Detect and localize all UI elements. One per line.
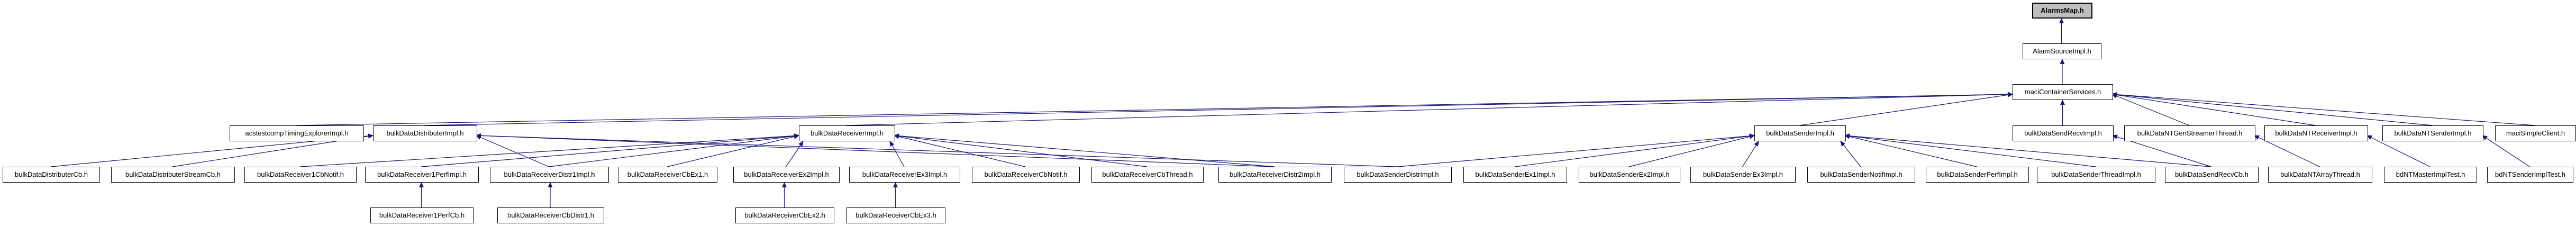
edge-recvEx3Impl-to-recvImpl: [889, 141, 905, 167]
edge-ntSenderTest-to-ntSendImpl: [2482, 135, 2530, 167]
graph-node-recvCbEx3[interactable]: bulkDataReceiverCbEx3.h: [846, 207, 945, 223]
edge-recvDistr2Impl-to-recvImpl: [894, 133, 1275, 167]
graph-node-recvCbThread[interactable]: bulkDataReceiverCbThread.h: [1091, 167, 1204, 183]
graph-node-recvCbEx2[interactable]: bulkDataReceiverCbEx2.h: [735, 207, 834, 223]
edge-acstest-to-maciContainerServices: [296, 92, 2013, 126]
edge-recvDistr1Impl-to-distImpl: [476, 135, 549, 167]
edge-ntRecvImpl-to-maciContainerServices: [2111, 92, 2316, 126]
graph-node-sendRecvImpl[interactable]: bulkDataSendRecvImpl.h: [2013, 125, 2114, 141]
graph-node-recvCbDistr1[interactable]: bulkDataReceiverCbDistr1.h: [497, 207, 604, 223]
graph-node-recvEx3Impl[interactable]: bulkDataReceiverEx3Impl.h: [849, 167, 960, 183]
graph-node-recv1PerfCb[interactable]: bulkDataReceiver1PerfCb.h: [370, 207, 474, 223]
graph-node-alarmsMap[interactable]: AlarmsMap.h: [2032, 3, 2092, 19]
edge-sendNotifImpl-to-sendImpl: [1840, 141, 1861, 167]
edge-recvDistr1Impl-to-recvImpl: [549, 133, 799, 167]
graph-node-maciContainerServices[interactable]: maciContainerServices.h: [2013, 84, 2113, 100]
graph-node-recvCbEx1[interactable]: bulkDataReceiverCbEx1.h: [618, 167, 717, 183]
graph-node-sendEx3Impl[interactable]: bulkDataSenderEx3Impl.h: [1690, 167, 1796, 183]
edge-sendPerfImpl-to-sendImpl: [1844, 134, 1977, 167]
graph-node-sendPerfImpl[interactable]: bulkDataSenderPerfImpl.h: [1926, 167, 2029, 183]
edge-recv1PerfImpl-to-recvImpl: [421, 133, 799, 167]
graph-node-recvDistr2Impl[interactable]: bulkDataReceiverDistr2Impl.h: [1218, 167, 1332, 183]
edge-sendRecvCb-to-sendImpl: [1844, 133, 2211, 167]
graph-node-distCb[interactable]: bulkDataDistributerCb.h: [3, 167, 100, 183]
edge-ntMasterTest-to-ntRecvImpl: [2366, 135, 2431, 167]
graph-node-recvCbNotif[interactable]: bulkDataReceiverCbNotif.h: [972, 167, 1080, 183]
edge-ntSendImpl-to-maciContainerServices: [2111, 92, 2433, 126]
graph-node-distImpl[interactable]: bulkDataDistributerImpl.h: [373, 125, 477, 141]
graph-node-ntSendImpl[interactable]: bulkDataNTSenderImpl.h: [2382, 125, 2483, 141]
graph-node-distStreamCb[interactable]: bulkDataDistributerStreamCb.h: [111, 167, 235, 183]
edge-sendEx3Impl-to-sendImpl: [1742, 141, 1759, 167]
edge-simpleClient-to-maciContainerServices: [2111, 92, 2535, 126]
graph-node-recvImpl[interactable]: bulkDataReceiverImpl.h: [799, 125, 895, 141]
edge-sendDistrImpl-to-distImpl: [476, 133, 1398, 167]
graph-node-recv1PerfImpl[interactable]: bulkDataReceiver1PerfImpl.h: [365, 167, 479, 183]
graph-node-sendRecvCb[interactable]: bulkDataSendRecvCb.h: [2165, 167, 2259, 183]
graph-node-recv1CbNotif[interactable]: bulkDataReceiver1CbNotif.h: [244, 167, 357, 183]
graph-node-ntSenderTest[interactable]: bdNTSenderImplTest.h: [2487, 167, 2573, 183]
graph-node-sendDistrImpl[interactable]: bulkDataSenderDistrImpl.h: [1344, 167, 1452, 183]
edge-sendThreadImpl-to-sendImpl: [1844, 133, 2096, 167]
graph-node-ntArrayThread[interactable]: bulkDataNTArrayThread.h: [2268, 167, 2372, 183]
edge-recvCbNotif-to-recvImpl: [894, 134, 1026, 167]
graph-node-ntGenStream[interactable]: bulkDataNTGenStreamerThread.h: [2124, 125, 2255, 141]
edge-recvCbEx1-to-recvImpl: [667, 134, 799, 167]
edge-recvEx2Impl-to-recvImpl: [786, 141, 804, 167]
graph-node-alarmSourceImpl[interactable]: AlarmSourceImpl.h: [2023, 43, 2101, 59]
graph-node-ntMasterTest[interactable]: bdNTMasterImplTest.h: [2384, 167, 2477, 183]
edge-ntGenStream-to-maciContainerServices: [2111, 94, 2190, 126]
graph-node-simpleClient[interactable]: maciSimpleClient.h: [2495, 125, 2576, 141]
graph-node-sendThreadImpl[interactable]: bulkDataSenderThreadImpl.h: [2037, 167, 2155, 183]
graph-node-acstest[interactable]: acstestcompTimingExplorerImpl.h: [230, 125, 364, 141]
edge-recvDistr2Impl-to-distImpl: [476, 133, 1275, 167]
graph-node-recvEx2Impl[interactable]: bulkDataReceiverEx2Impl.h: [733, 167, 840, 183]
edge-recvCbThread-to-recvImpl: [894, 133, 1148, 167]
edge-sendEx2Impl-to-sendImpl: [1628, 134, 1755, 167]
edge-sendDistrImpl-to-sendImpl: [1397, 133, 1755, 167]
graph-node-recvDistr1Impl[interactable]: bulkDataReceiverDistr1Impl.h: [490, 167, 609, 183]
graph-node-sendEx2Impl[interactable]: bulkDataSenderEx2Impl.h: [1579, 167, 1680, 183]
edge-sendEx1Impl-to-sendImpl: [1514, 133, 1755, 167]
graph-node-sendImpl[interactable]: bulkDataSenderImpl.h: [1754, 125, 1846, 141]
edge-distImpl-to-maciContainerServices: [424, 92, 2013, 126]
graph-node-ntRecvImpl[interactable]: bulkDataNTReceiverImpl.h: [2264, 125, 2368, 141]
edge-sendImpl-to-maciContainerServices: [1799, 92, 2013, 126]
graph-node-sendNotifImpl[interactable]: bulkDataSenderNotifImpl.h: [1807, 167, 1915, 183]
graph-node-sendEx1Impl[interactable]: bulkDataSenderEx1Impl.h: [1463, 167, 1567, 183]
edge-recvImpl-to-maciContainerServices: [846, 92, 2013, 126]
edge-recv1CbNotif-to-recvImpl: [299, 133, 799, 167]
